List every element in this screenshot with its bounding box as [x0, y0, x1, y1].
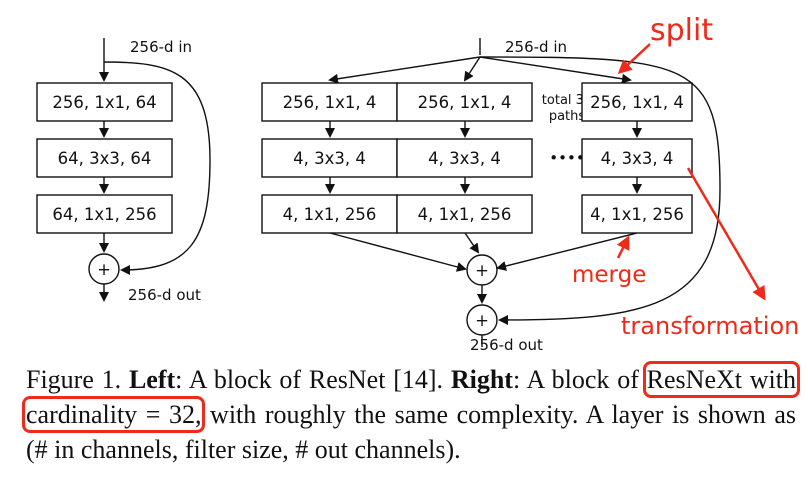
right-aggregate-sum-symbol: + [475, 261, 489, 280]
caption-right-label: Right [450, 365, 513, 394]
left-resnet-block: 256-d in 256, 1x1, 64 64, 3x3, 64 64, 1x… [36, 38, 211, 304]
path-32: 256, 1x1, 4 4, 3x3, 4 4, 1x1, 256 [581, 82, 693, 234]
caption-rest: with roughly the same complexity. A laye… [26, 400, 797, 464]
path1-layer-box-2 [261, 138, 398, 178]
red-annotations: split merge transformation [572, 13, 799, 340]
left-layer-label-3: 64, 1x1, 256 [52, 205, 156, 224]
split-annotation: split [650, 13, 713, 48]
transformation-annotation: transformation [621, 312, 799, 340]
paths-note-line1: total 32 [542, 93, 592, 108]
merge-arrow [616, 235, 630, 259]
transformation-arrow [686, 167, 766, 301]
path32-layer-label-1: 256, 1x1, 4 [590, 93, 684, 112]
paths-note-line2: paths [549, 109, 586, 124]
right-resnext-block: 256-d in 256, 1x1, 4 4, 3x3, 4 4, 1x1, 2… [261, 38, 721, 354]
path1-layer-box-3 [261, 194, 398, 234]
figure-number: Figure 1. [26, 365, 122, 394]
path32-layer-box-3 [581, 194, 693, 234]
left-input-label: 256-d in [130, 38, 192, 56]
left-sum-symbol: + [97, 260, 111, 279]
path32-layer-box-1 [581, 82, 693, 122]
left-layer-box-2 [36, 138, 173, 178]
left-layer-box-3 [36, 194, 173, 234]
resnet-vs-resnext-diagram: 256-d in 256, 1x1, 64 64, 3x3, 64 64, 1x… [36, 13, 799, 354]
split-arrow [617, 43, 651, 75]
caption-highlighted-phrase: ResNeXt with cardinality = 32, [21, 361, 801, 433]
path2-layer-box-3 [396, 194, 533, 234]
path2-layer-label-3: 4, 1x1, 256 [418, 205, 512, 224]
path-1: 256, 1x1, 4 4, 3x3, 4 4, 1x1, 256 [261, 82, 398, 234]
path1-layer-label-2: 4, 3x3, 4 [293, 149, 366, 168]
path32-layer-label-3: 4, 1x1, 256 [590, 205, 684, 224]
path1-layer-label-1: 256, 1x1, 4 [283, 93, 377, 112]
path2-layer-box-1 [396, 82, 533, 122]
left-shortcut-connection [103, 61, 211, 275]
left-layer-label-1: 256, 1x1, 64 [52, 93, 156, 112]
caption-left-text: : A block of ResNet [14]. [175, 365, 444, 394]
right-residual-sum-symbol: + [475, 311, 489, 330]
path2-layer-box-2 [396, 138, 533, 178]
right-input-label: 256-d in [505, 38, 567, 56]
ellipsis-dots: •••• [549, 149, 584, 167]
merge-annotation: merge [572, 262, 646, 288]
path-2: 256, 1x1, 4 4, 3x3, 4 4, 1x1, 256 [396, 82, 533, 234]
caption-left-label: Left [128, 365, 176, 394]
left-layer-label-2: 64, 3x3, 64 [58, 149, 152, 168]
caption-right-text: : A block of [512, 365, 639, 394]
path2-layer-label-2: 4, 3x3, 4 [428, 149, 501, 168]
path1-layer-label-3: 4, 1x1, 256 [283, 205, 377, 224]
path32-layer-label-2: 4, 3x3, 4 [601, 149, 674, 168]
figure-caption: Figure 1. Left: A block of ResNet [14]. … [21, 361, 801, 467]
right-output-label: 256-d out [470, 336, 543, 354]
path2-layer-label-1: 256, 1x1, 4 [418, 93, 512, 112]
left-output-label: 256-d out [128, 286, 201, 304]
path1-layer-box-1 [261, 82, 398, 122]
